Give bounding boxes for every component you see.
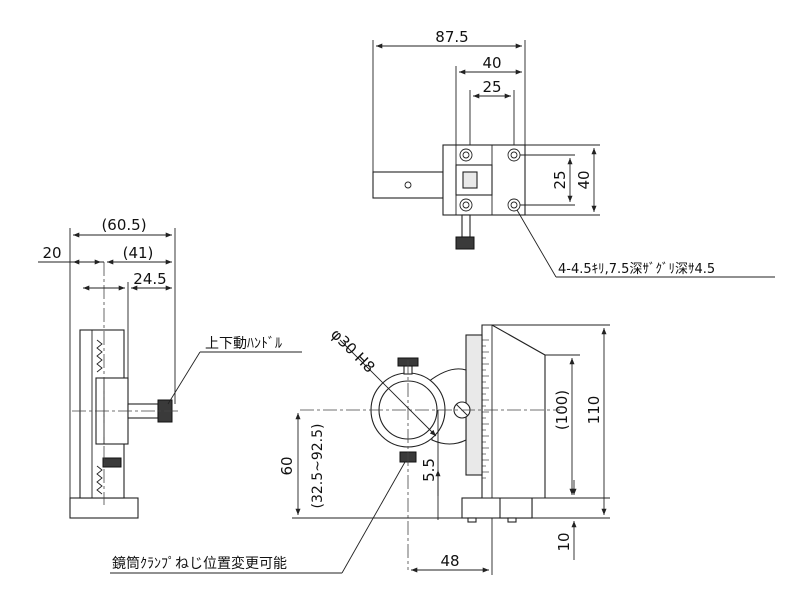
dim-110: 110 xyxy=(585,396,603,425)
up-down-handle-label: 上下動ﾊﾝﾄﾞﾙ xyxy=(205,336,282,352)
dim-60: 60 xyxy=(278,456,296,475)
springs xyxy=(96,339,103,495)
dim-48: 48 xyxy=(440,552,459,570)
counterbore-holes xyxy=(459,148,521,212)
top-dimensions: 87.5 40 25 25 40 4-4.5ｷﾘ,7.5深ｻﾞｸﾞﾘ深ｻ4.5 xyxy=(372,28,775,278)
dim-87-5: 87.5 xyxy=(435,28,468,46)
top-knob xyxy=(455,236,475,250)
dim-40-height: 40 xyxy=(575,170,593,189)
dim-24-5: 24.5 xyxy=(133,270,166,288)
dim-25-width: 25 xyxy=(482,78,501,96)
top-arm xyxy=(372,171,444,199)
bore-label: φ30 H8 xyxy=(327,325,378,376)
dim-10: 10 xyxy=(555,532,573,551)
dim-20: 20 xyxy=(42,244,61,262)
dim-40-width: 40 xyxy=(482,54,501,72)
scale-ticks xyxy=(482,339,489,479)
front-view: φ30 H8 60 (32.5~92.5) 5.5 (100) 110 10 xyxy=(110,324,610,575)
arm-hole xyxy=(404,181,412,189)
dim-100: (100) xyxy=(553,390,571,430)
front-plate xyxy=(481,324,546,499)
side-view: (60.5) 20 (41) 24.5 上下動ﾊﾝﾄﾞﾙ xyxy=(38,216,302,519)
dim-5-5: 5.5 xyxy=(420,458,438,482)
hole-note: 4-4.5ｷﾘ,7.5深ｻﾞｸﾞﾘ深ｻ4.5 xyxy=(558,262,715,277)
dim-range: (32.5~92.5) xyxy=(310,424,326,509)
side-dimensions: (60.5) 20 (41) 24.5 上下動ﾊﾝﾄﾞﾙ xyxy=(38,216,302,498)
top-view: 87.5 40 25 25 40 4-4.5ｷﾘ,7.5深ｻﾞｸﾞﾘ深ｻ4.5 xyxy=(372,28,775,278)
dim-25-height: 25 xyxy=(551,170,569,189)
dim-41: (41) xyxy=(123,244,154,262)
dim-60-5: (60.5) xyxy=(101,216,146,234)
clamp-label: 鏡筒ｸﾗﾝﾌﾟねじ位置変更可能 xyxy=(112,555,287,572)
